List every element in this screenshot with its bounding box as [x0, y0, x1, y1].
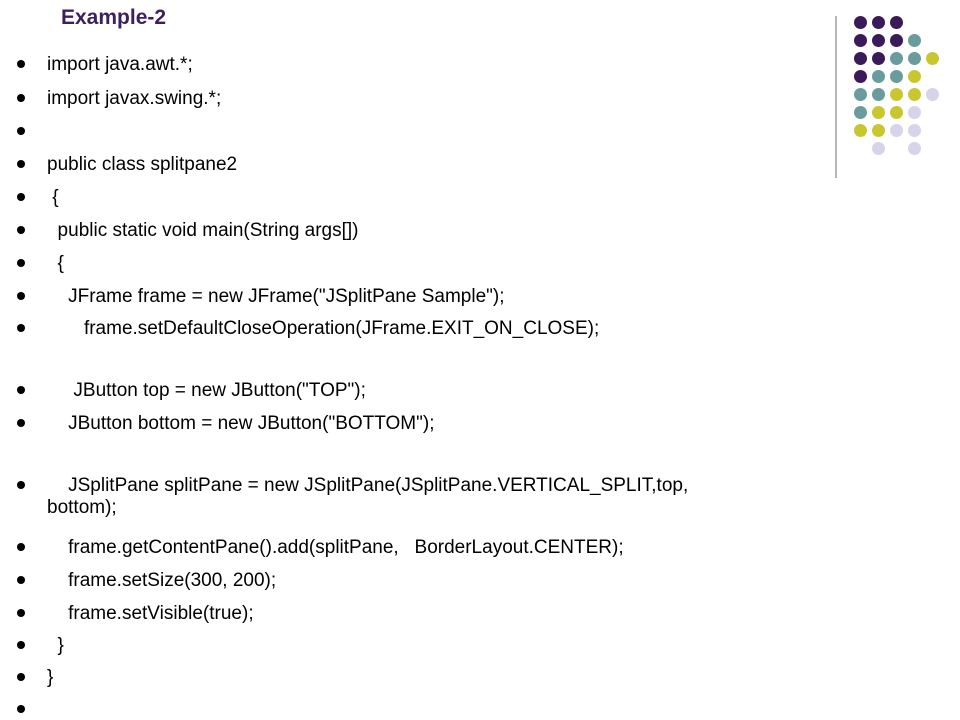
code-line: public class splitpane2: [47, 154, 238, 175]
code-line: frame.setSize(300, 200);: [47, 570, 277, 591]
decorative-dot: [854, 88, 867, 101]
bullet-dot: [17, 419, 25, 427]
decorative-dot: [854, 124, 867, 137]
bullet-dot: [17, 481, 25, 489]
bullet-dot: [17, 94, 25, 102]
decorative-dot: [872, 52, 885, 65]
decorative-dot: [872, 106, 885, 119]
bullet-dot: [17, 292, 25, 300]
decorative-dot: [854, 70, 867, 83]
bullet-dot: [17, 609, 25, 617]
bullet-dot: [17, 324, 25, 332]
code-line: frame.setDefaultCloseOperation(JFrame.EX…: [47, 318, 600, 339]
code-line: frame.setVisible(true);: [47, 603, 254, 624]
bullet-dot: [17, 705, 25, 713]
decorative-dot: [854, 34, 867, 47]
decorative-dot: [854, 16, 867, 29]
bullet-dot: [17, 576, 25, 584]
decorative-dot: [926, 52, 939, 65]
decorative-dot: [926, 88, 939, 101]
decorative-dot: [890, 52, 903, 65]
code-line: import javax.swing.*;: [47, 88, 222, 109]
decorative-dot: [872, 88, 885, 101]
code-line: {: [47, 187, 59, 208]
decorative-dot: [890, 34, 903, 47]
decorative-dot: [872, 34, 885, 47]
bullet-dot: [17, 193, 25, 201]
decorative-dot: [872, 124, 885, 137]
decorative-dot: [908, 70, 921, 83]
bullet-dot: [17, 127, 25, 135]
bullet-dot: [17, 386, 25, 394]
bullet-dot: [17, 160, 25, 168]
code-line: }: [47, 667, 54, 688]
bullet-dot: [17, 226, 25, 234]
decorative-dot: [890, 16, 903, 29]
decorative-dot: [872, 142, 885, 155]
code-line: JButton bottom = new JButton("BOTTOM");: [47, 413, 435, 434]
decorative-dot: [872, 16, 885, 29]
bullet-dot: [17, 641, 25, 649]
bullet-dot: [17, 60, 25, 68]
code-line: JButton top = new JButton("TOP");: [47, 380, 366, 401]
decorative-dot: [908, 88, 921, 101]
decorative-dot: [854, 52, 867, 65]
decorative-dot: [908, 52, 921, 65]
decorative-dot: [854, 106, 867, 119]
code-line: JFrame frame = new JFrame("JSplitPane Sa…: [47, 286, 505, 307]
code-line: public static void main(String args[]): [47, 220, 359, 241]
decorative-dot: [890, 88, 903, 101]
decorative-dot: [890, 124, 903, 137]
decorative-dot: [872, 70, 885, 83]
bullet-dot: [17, 259, 25, 267]
decorative-dot: [908, 142, 921, 155]
decorative-dot: [890, 106, 903, 119]
bullet-dot: [17, 673, 25, 681]
bullet-dot: [17, 543, 25, 551]
code-line: JSplitPane splitPane = new JSplitPane(JS…: [47, 475, 689, 518]
code-line: import java.awt.*;: [47, 54, 193, 75]
code-line: frame.getContentPane().add(splitPane, Bo…: [47, 537, 624, 558]
decorative-dot: [908, 124, 921, 137]
decorative-dot: [908, 106, 921, 119]
code-line: {: [47, 253, 64, 274]
decorative-divider-line: [835, 16, 837, 178]
code-line: }: [47, 635, 64, 656]
slide-title: Example-2: [61, 6, 167, 29]
decorative-dot: [908, 34, 921, 47]
decorative-dot: [890, 70, 903, 83]
